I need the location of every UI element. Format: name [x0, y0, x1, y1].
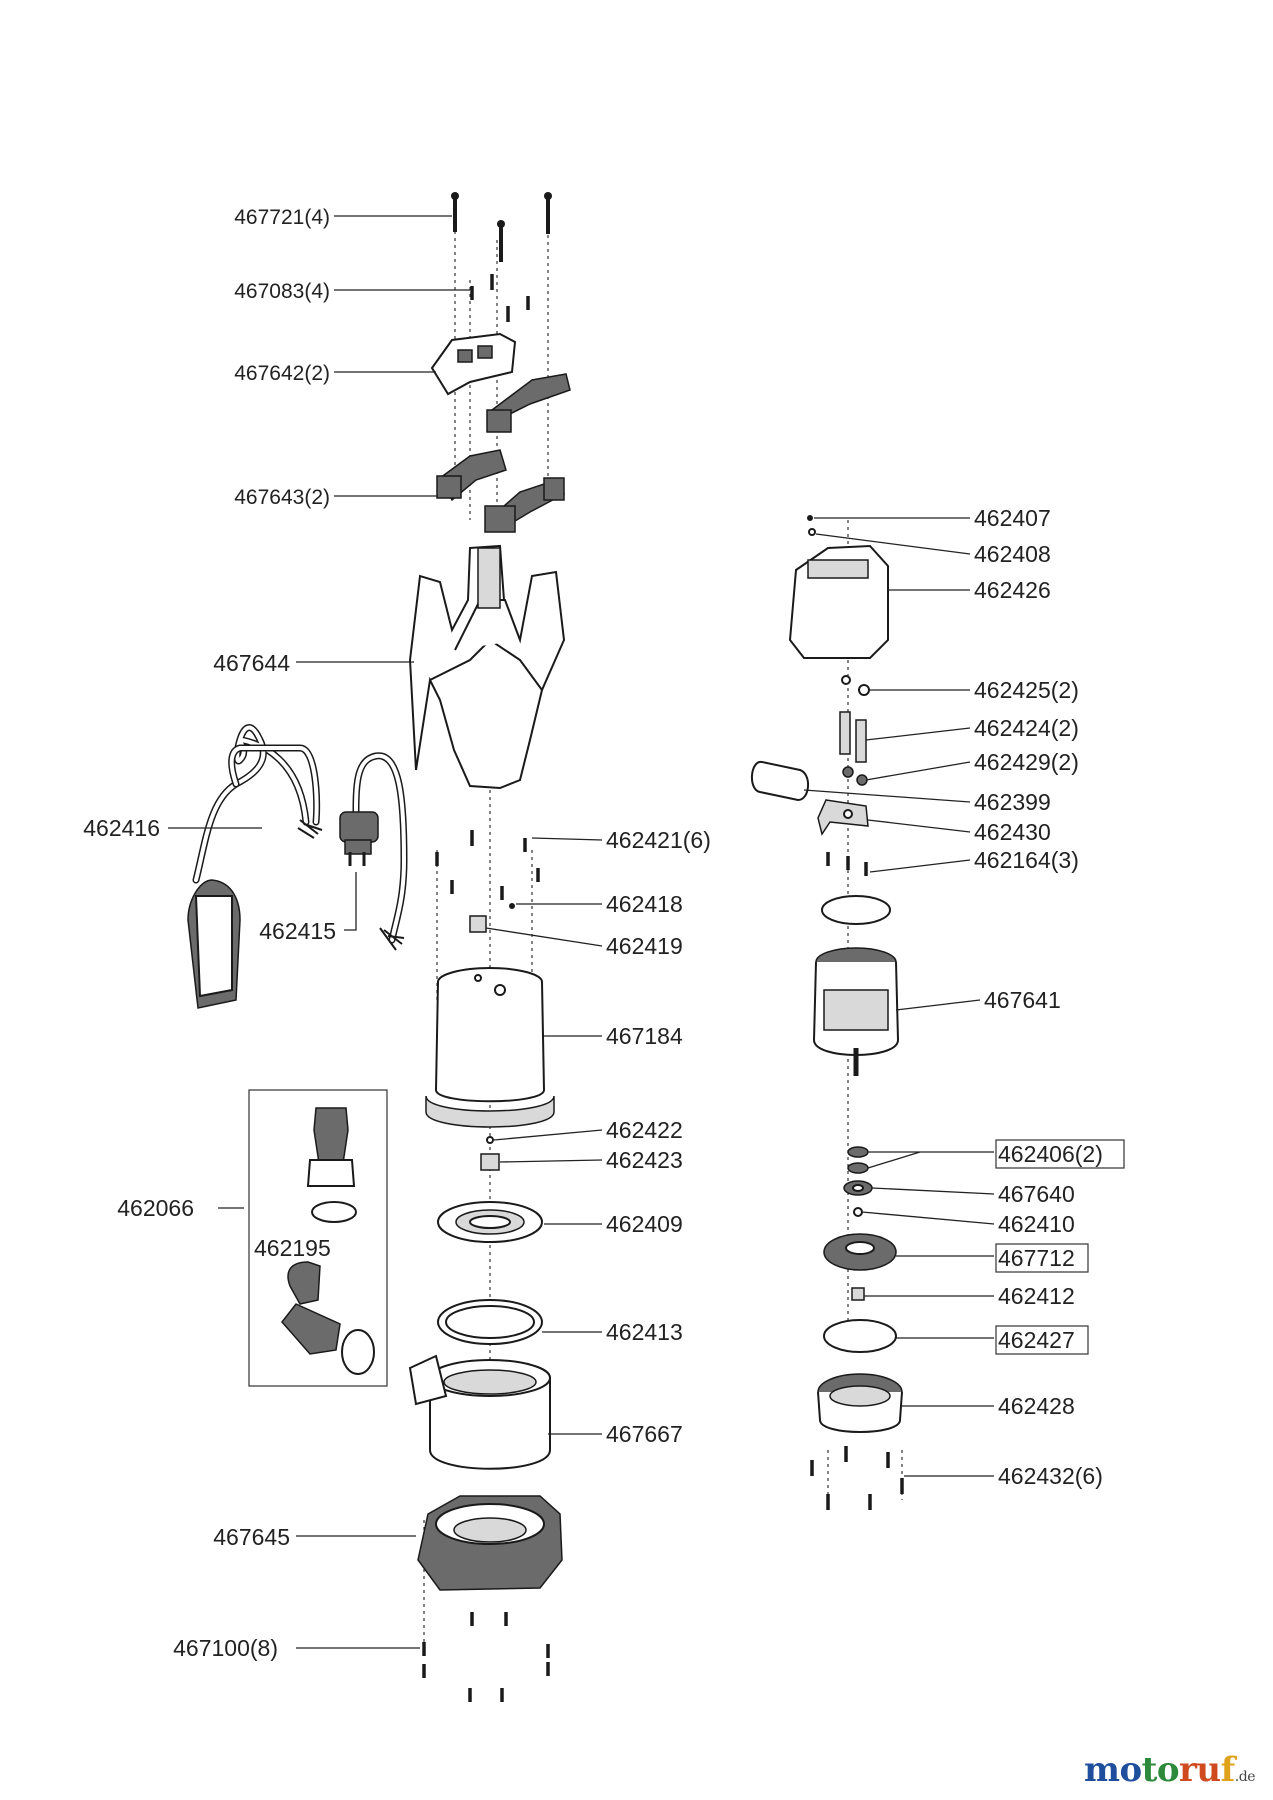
label-467643: 467643(2) — [234, 486, 330, 509]
box-462406 — [995, 1139, 1125, 1169]
capacitor-462399-icon — [751, 761, 809, 802]
connector-kit-box — [248, 1089, 388, 1387]
label-467645: 467645 — [213, 1524, 290, 1550]
box-467712 — [995, 1243, 1089, 1273]
washer-462410-icon — [853, 1207, 863, 1217]
label-462425: 462425(2) — [974, 677, 1079, 703]
label-462066: 462066 — [117, 1195, 194, 1221]
o-ring-462422-icon — [486, 1136, 494, 1144]
label-462410: 462410 — [998, 1211, 1075, 1237]
label-462424: 462424(2) — [974, 715, 1079, 741]
label-462408: 462408 — [974, 541, 1051, 567]
hose-connector-462066-icon — [281, 1107, 375, 1375]
bracket-462430-icon — [817, 799, 869, 836]
brushes-462424-icon — [839, 711, 867, 763]
ring-462413-icon — [437, 1299, 543, 1345]
part-labels: 467721(4) 467083(4) 467642(2) 467643(2) … — [83, 206, 1125, 1661]
cover-462428-icon — [817, 1373, 903, 1433]
plate-462409-icon — [437, 1201, 543, 1243]
label-462426: 462426 — [974, 577, 1051, 603]
leader-lines — [168, 215, 995, 1649]
label-462421: 462421(6) — [606, 827, 711, 853]
screw-467721-icon — [451, 192, 552, 262]
label-467721: 467721(4) — [234, 206, 330, 229]
label-462430: 462430 — [974, 819, 1051, 845]
label-462407: 462407 — [974, 505, 1051, 531]
label-462428: 462428 — [998, 1393, 1075, 1419]
label-462415: 462415 — [259, 918, 336, 944]
box-462427 — [995, 1325, 1089, 1355]
label-467644: 467644 — [213, 650, 290, 676]
o-ring-462427-icon — [823, 1319, 897, 1353]
springs-462429-icon — [842, 766, 868, 786]
label-462423: 462423 — [606, 1147, 683, 1173]
label-462413: 462413 — [606, 1319, 683, 1345]
label-467712: 467712 — [998, 1245, 1075, 1271]
label-462419: 462419 — [606, 933, 683, 959]
screws-467100-icon — [422, 1612, 550, 1702]
label-467642: 467642(2) — [234, 362, 330, 385]
screws-462421-icon — [435, 830, 540, 900]
label-462429: 462429(2) — [974, 749, 1079, 775]
motor-housing-467184-icon — [425, 967, 555, 1128]
float-switch-462416-icon — [187, 724, 321, 1009]
label-462432: 462432(6) — [998, 1463, 1103, 1489]
washers-462425-icon — [841, 675, 870, 696]
base-467645-icon — [417, 1495, 563, 1591]
label-462409: 462409 — [606, 1211, 683, 1237]
label-462427: 462427 — [998, 1327, 1075, 1353]
screw-467083-icon — [470, 274, 530, 322]
label-462406: 462406(2) — [998, 1141, 1103, 1167]
cable-gland-462419-icon — [469, 915, 487, 933]
impeller-467712-icon — [823, 1233, 897, 1271]
label-462164: 462164(3) — [974, 847, 1079, 873]
housing-frame-467644-icon — [408, 544, 566, 790]
label-462422: 462422 — [606, 1117, 683, 1143]
seal-462423-icon — [480, 1153, 500, 1171]
plug-462415-icon — [297, 752, 408, 951]
disc-cover-icon — [821, 895, 891, 925]
label-467184: 467184 — [606, 1023, 683, 1049]
motor-cap-462426-icon — [788, 515, 889, 659]
screws-462164-icon — [826, 852, 868, 876]
label-467100: 467100(8) — [173, 1635, 278, 1661]
label-462195: 462195 — [254, 1235, 331, 1261]
motor-467641-icon — [812, 947, 900, 1076]
nut-462412-icon — [851, 1287, 865, 1301]
seal-467640-icon — [843, 1180, 873, 1196]
pump-housing-467667-icon — [408, 1354, 551, 1470]
handle-top-467642-icon — [430, 332, 571, 433]
label-462399: 462399 — [974, 789, 1051, 815]
label-467640: 467640 — [998, 1181, 1075, 1207]
label-467641: 467641 — [984, 987, 1061, 1013]
motoruf-logo: motoruf.de — [1083, 1750, 1256, 1790]
label-462416: 462416 — [83, 815, 160, 841]
label-467083: 467083(4) — [234, 280, 330, 303]
screws-462432-icon — [810, 1446, 904, 1510]
bearings-462406-icon — [847, 1146, 869, 1174]
washer-462418-icon — [509, 903, 515, 909]
label-462412: 462412 — [998, 1283, 1075, 1309]
handle-bottom-467643-icon — [436, 449, 566, 533]
label-467667: 467667 — [606, 1421, 683, 1447]
label-462418: 462418 — [606, 891, 683, 917]
